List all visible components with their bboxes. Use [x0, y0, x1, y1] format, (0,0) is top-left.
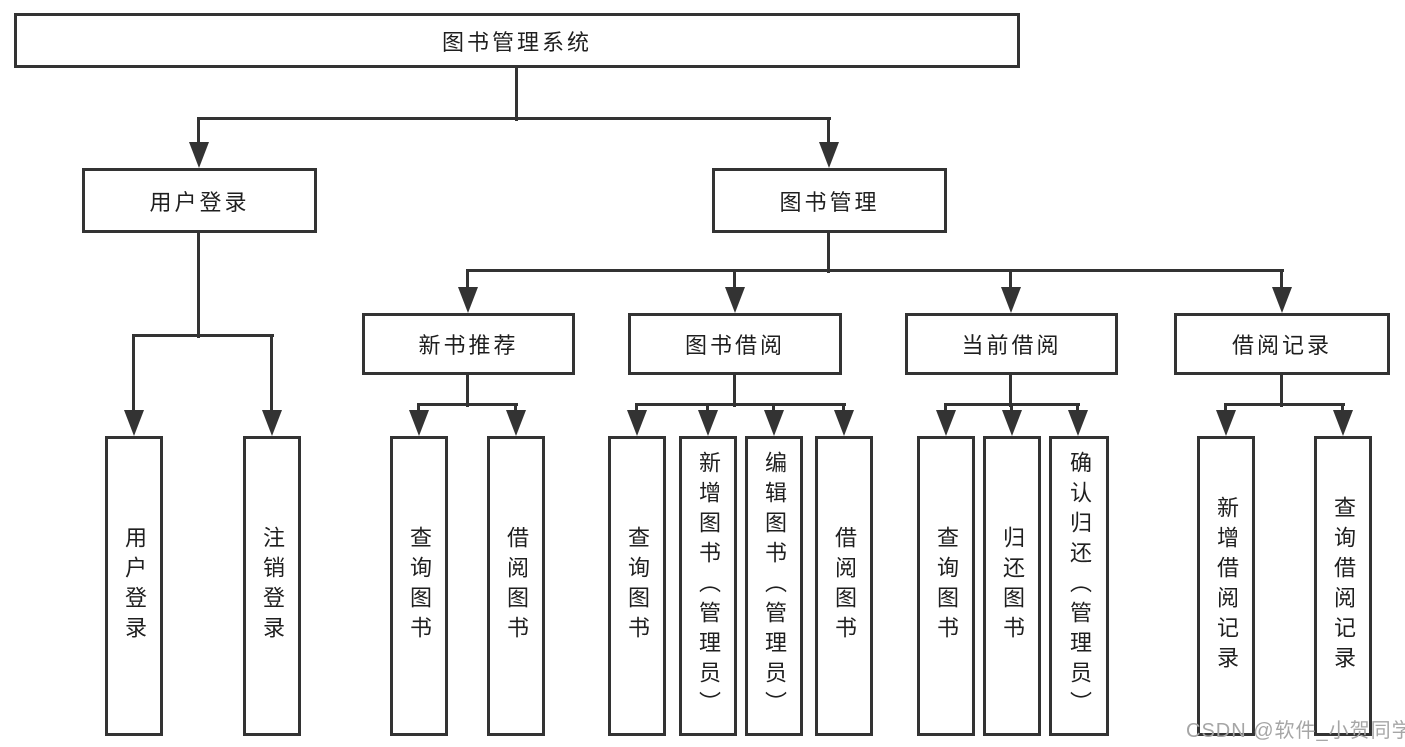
leaf-label: 新增借阅记录 — [1214, 496, 1239, 676]
arrowhead-down-icon — [124, 410, 144, 436]
arrowhead-down-icon — [1216, 410, 1236, 436]
connector-line — [1009, 373, 1012, 407]
connector-line — [944, 403, 1080, 406]
leaf-add-books-admin: 新增图书（管理员） — [679, 436, 737, 736]
arrowhead-down-icon — [764, 410, 784, 436]
node-library-management-system: 图书管理系统 — [14, 13, 1020, 68]
connector-line — [733, 373, 736, 407]
arrowhead-down-icon — [506, 410, 526, 436]
leaf-label: 借阅图书 — [504, 526, 529, 646]
leaf-query-books-current: 查询图书 — [917, 436, 975, 736]
arrowhead-down-icon — [1002, 410, 1022, 436]
leaf-label: 编辑图书（管理员） — [762, 451, 787, 721]
node-user-login: 用户登录 — [82, 168, 317, 233]
node-book-borrowing: 图书借阅 — [628, 313, 842, 375]
node-label: 借阅记录 — [1231, 333, 1332, 358]
connector-line — [635, 403, 846, 406]
arrowhead-down-icon — [834, 410, 854, 436]
watermark: CSDN @软件_小贺同学 — [1186, 720, 1405, 742]
arrowhead-down-icon — [627, 410, 647, 436]
connector-line — [132, 336, 135, 430]
arrowhead-down-icon — [725, 287, 745, 313]
node-book-management: 图书管理 — [712, 168, 947, 233]
leaf-label: 归还图书 — [1000, 526, 1025, 646]
node-label: 图书管理 — [779, 189, 880, 215]
arrowhead-down-icon — [698, 410, 718, 436]
connector-line — [197, 117, 831, 120]
arrowhead-down-icon — [936, 410, 956, 436]
leaf-add-borrow-record: 新增借阅记录 — [1197, 436, 1255, 736]
node-current-borrowing: 当前借阅 — [905, 313, 1118, 375]
node-label: 新书推荐 — [418, 333, 519, 358]
arrowhead-down-icon — [458, 287, 478, 313]
leaf-user-login: 用户登录 — [105, 436, 163, 736]
leaf-label: 注销登录 — [260, 526, 285, 646]
leaf-label: 查询图书 — [625, 526, 650, 646]
leaf-confirm-return-admin: 确认归还（管理员） — [1049, 436, 1109, 736]
leaf-borrow-books: 借阅图书 — [815, 436, 873, 736]
arrowhead-down-icon — [262, 410, 282, 436]
connector-line — [827, 231, 830, 273]
connector-line — [827, 119, 830, 162]
leaf-label: 查询图书 — [407, 526, 432, 646]
arrowhead-down-icon — [1333, 410, 1353, 436]
leaf-label: 用户登录 — [122, 526, 147, 646]
leaf-label: 确认归还（管理员） — [1067, 451, 1092, 721]
connector-line — [197, 231, 200, 338]
leaf-label: 查询借阅记录 — [1331, 496, 1356, 676]
connector-line — [1224, 403, 1345, 406]
node-new-book-recommendation: 新书推荐 — [362, 313, 575, 375]
connector-line — [197, 119, 200, 162]
arrowhead-down-icon — [189, 142, 209, 168]
connector-line — [515, 66, 518, 121]
arrowhead-down-icon — [1068, 410, 1088, 436]
node-label: 图书管理系统 — [441, 29, 592, 55]
leaf-label: 新增图书（管理员） — [696, 451, 721, 721]
arrowhead-down-icon — [819, 142, 839, 168]
connector-line — [417, 403, 518, 406]
arrowhead-down-icon — [1001, 287, 1021, 313]
node-borrowing-records: 借阅记录 — [1174, 313, 1390, 375]
connector-line — [1280, 373, 1283, 407]
leaf-query-borrow-record: 查询借阅记录 — [1314, 436, 1372, 736]
leaf-query-books-recommend: 查询图书 — [390, 436, 448, 736]
connector-line — [466, 373, 469, 407]
leaf-logout: 注销登录 — [243, 436, 301, 736]
leaf-edit-books-admin: 编辑图书（管理员） — [745, 436, 803, 736]
leaf-label: 查询图书 — [934, 526, 959, 646]
connector-line — [270, 336, 273, 430]
leaf-label: 借阅图书 — [832, 526, 857, 646]
arrowhead-down-icon — [409, 410, 429, 436]
leaf-query-books-borrow: 查询图书 — [608, 436, 666, 736]
leaf-return-books: 归还图书 — [983, 436, 1041, 736]
node-label: 当前借阅 — [961, 333, 1062, 358]
node-label: 用户登录 — [149, 189, 250, 215]
node-label: 图书借阅 — [684, 333, 785, 358]
connector-line — [132, 334, 274, 337]
connector-line — [466, 269, 1284, 272]
arrowhead-down-icon — [1272, 287, 1292, 313]
leaf-borrow-books-recommend: 借阅图书 — [487, 436, 545, 736]
